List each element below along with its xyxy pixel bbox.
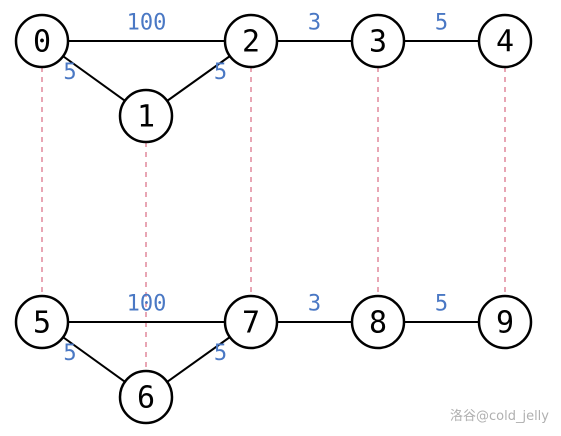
edge-weight-7-8: 3	[308, 292, 321, 317]
node-7: 7	[223, 294, 279, 350]
node-4: 4	[477, 13, 533, 69]
node-circle-0	[14, 13, 70, 69]
node-8: 8	[350, 294, 406, 350]
weights-layer: 100 5 5 3 5 100 5 5 3 5	[63, 11, 448, 367]
node-5: 5	[14, 294, 70, 350]
node-label-2: 2	[242, 25, 260, 60]
node-label-6: 6	[137, 381, 155, 416]
edge-weight-1-2: 5	[214, 60, 227, 85]
node-label-8: 8	[369, 306, 387, 341]
node-label-7: 7	[242, 306, 260, 341]
node-circle-5	[14, 294, 70, 350]
node-1: 1	[118, 88, 174, 144]
node-label-4: 4	[496, 25, 514, 60]
node-circle-3	[350, 13, 406, 69]
node-circle-9	[477, 294, 533, 350]
watermark: 洛谷@cold_jelly	[450, 409, 549, 424]
links-layer	[41, 67, 506, 371]
node-circle-6	[118, 369, 174, 425]
node-label-9: 9	[496, 306, 514, 341]
edges-layer	[41, 40, 505, 398]
edge-weight-5-7: 100	[127, 292, 167, 317]
edge-weight-3-4: 5	[435, 11, 448, 36]
node-9: 9	[477, 294, 533, 350]
node-label-3: 3	[369, 25, 387, 60]
node-label-0: 0	[33, 25, 51, 60]
node-label-5: 5	[33, 306, 51, 341]
node-circle-8	[350, 294, 406, 350]
edge-weight-8-9: 5	[435, 292, 448, 317]
node-2: 2	[223, 13, 279, 69]
edge-weight-2-3: 3	[308, 11, 321, 36]
node-6: 6	[118, 369, 174, 425]
node-circle-7	[223, 294, 279, 350]
node-circle-2	[223, 13, 279, 69]
edge-weight-5-6: 5	[63, 341, 76, 366]
node-0: 0	[14, 13, 70, 69]
node-3: 3	[350, 13, 406, 69]
nodes-layer: 0 1 2 3 4 5 6 7 8 9	[14, 13, 533, 425]
node-circle-4	[477, 13, 533, 69]
edge-weight-6-7: 5	[214, 341, 227, 366]
edge-weight-0-2: 100	[127, 11, 167, 36]
node-label-1: 1	[137, 100, 155, 135]
edge-weight-0-1: 5	[63, 60, 76, 85]
node-circle-1	[118, 88, 174, 144]
